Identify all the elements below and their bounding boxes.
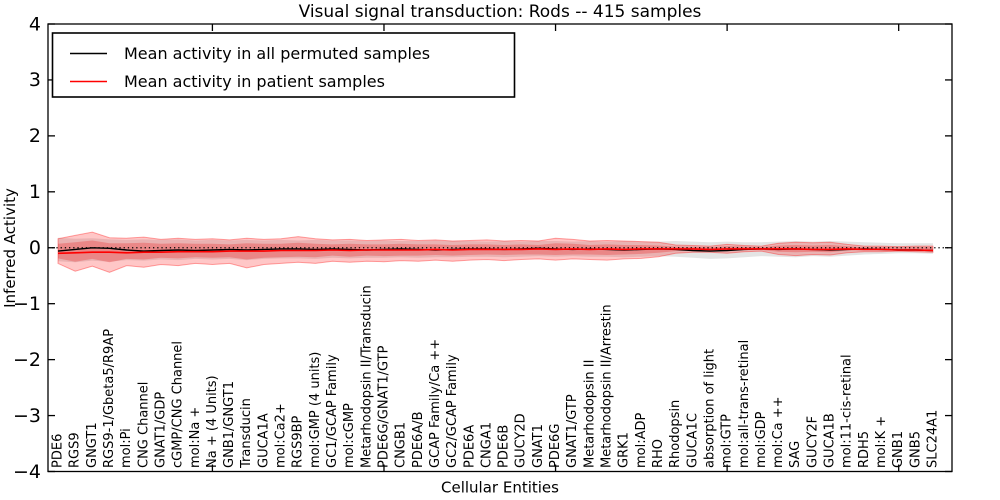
y-tick-label: 1 xyxy=(29,181,41,203)
entity-label: GNB5 xyxy=(908,431,923,468)
band-patient-sample-range-inner xyxy=(58,240,933,263)
entity-label: mol:Pi xyxy=(119,428,134,468)
y-tick-label: 4 xyxy=(29,13,41,35)
entity-label: absorption of light xyxy=(702,349,717,468)
entity-label: PDE6G xyxy=(548,424,563,468)
entity-label: GUCY2F xyxy=(805,416,820,468)
entity-label: RHO xyxy=(651,439,666,468)
entity-label: GUCA1A xyxy=(256,413,271,468)
entity-label: Rhodopsin xyxy=(668,400,683,468)
entity-label: GNAT1/GDP xyxy=(153,392,168,468)
entity-label: SLC24A1 xyxy=(926,410,941,468)
y-tick-labels: 4 3 2 1 0 −1 −2 −3 −4 xyxy=(13,13,41,483)
entity-label: CNG Channel xyxy=(136,382,151,468)
entity-label: mol:cGMP xyxy=(342,403,357,468)
y-tick-label: 0 xyxy=(29,237,41,259)
series-lines xyxy=(57,247,934,255)
entity-label: CNGA1 xyxy=(479,422,494,468)
entity-label: GNAT1 xyxy=(531,424,546,468)
entity-label: mol:11-cis-retinal xyxy=(840,354,855,468)
entity-label: RDH5 xyxy=(857,431,872,468)
entity-label: mol:Na + xyxy=(188,407,203,468)
entity-label: mol:ADP xyxy=(634,412,649,468)
entity-label: mol:GTP xyxy=(720,414,735,468)
legend-label-permuted-samples: Mean activity in all permuted samples xyxy=(124,44,430,63)
entity-label: PDE6B xyxy=(497,425,512,468)
plot-border xyxy=(47,23,953,473)
entity-label: GNAT1/GTP xyxy=(565,394,580,468)
y-tick-label: 2 xyxy=(29,125,41,147)
entity-label: GNB1/GNGT1 xyxy=(222,381,237,468)
legend-box xyxy=(51,32,516,98)
entity-label: GCAP Family/Ca ++ xyxy=(428,339,443,468)
y-tick-label: −1 xyxy=(13,293,41,315)
band-patient-sample-range-outer xyxy=(57,231,934,273)
entity-label: RGS9 xyxy=(68,432,83,468)
entity-label: RGS9-1/Gbeta5/R9AP xyxy=(102,329,117,468)
entity-label: Metarhodopsin II xyxy=(582,360,597,468)
x-axis-label: Cellular Entities xyxy=(441,479,559,497)
legend-label-patient-samples: Mean activity in patient samples xyxy=(124,72,385,91)
entity-label: Transducin xyxy=(239,398,254,469)
entity-label: mol:all-trans-retinal xyxy=(737,340,752,468)
entity-label: GUCA1B xyxy=(823,413,838,468)
entity-label: GNB1 xyxy=(891,431,906,468)
entity-label: Metarhodopsin II/Arrestin xyxy=(600,304,615,468)
entity-label: SAG xyxy=(788,441,803,468)
entity-label: Na + (4 Units) xyxy=(205,375,220,468)
entity-label: RGS9BP xyxy=(291,415,306,468)
y-tick-label: −3 xyxy=(13,405,41,427)
legend: Mean activity in all permuted samples Me… xyxy=(51,32,516,98)
entity-label: GC1/GCAP Family xyxy=(325,354,340,468)
entity-label: GRK1 xyxy=(617,432,632,468)
confidence-bands xyxy=(57,231,934,273)
entity-label: GUCA1C xyxy=(685,413,700,468)
entity-label: PDE6A/B xyxy=(411,411,426,468)
entity-label: mol:GMP (4 units) xyxy=(308,352,323,468)
series-line-patient xyxy=(57,248,934,255)
y-tick-label: −4 xyxy=(13,461,41,483)
y-axis-label: Inferred Activity xyxy=(1,188,19,308)
entity-label: mol:K + xyxy=(874,416,889,468)
entity-label: PDE6G/GNAT1/GTP xyxy=(376,345,391,468)
entity-label: GUCY2D xyxy=(514,413,529,468)
entity-label: Metarhodopsin II/Transducin xyxy=(359,285,374,468)
entity-label: mol:Ca2+ xyxy=(274,403,289,468)
entity-label: CNGB1 xyxy=(394,422,409,468)
entity-label: mol:GDP xyxy=(754,411,769,468)
entity-label: GNGT1 xyxy=(85,422,100,468)
entity-label: PDE6 xyxy=(51,434,66,468)
entity-label: GC2/GCAP Family xyxy=(445,354,460,468)
chart-title: Visual signal transduction: Rods -- 415 … xyxy=(299,2,702,22)
entity-label: mol:Ca ++ xyxy=(771,396,786,468)
y-tick-label: 3 xyxy=(29,69,41,91)
entity-label: cGMP/CNG Channel xyxy=(171,341,186,468)
entity-label: PDE6A xyxy=(462,425,477,468)
y-tick-label: −2 xyxy=(13,349,41,371)
